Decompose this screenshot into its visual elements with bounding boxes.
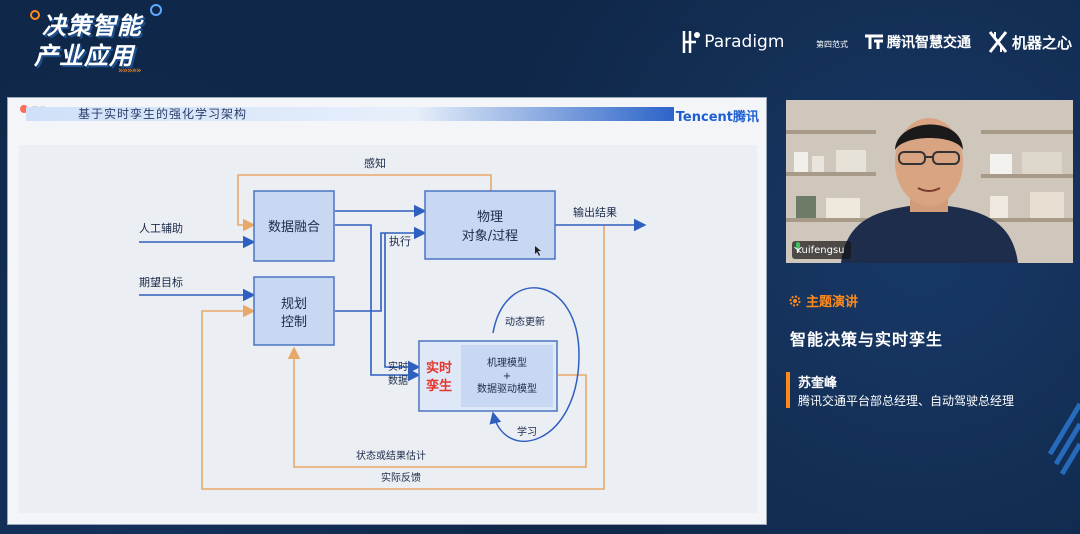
jiqizhixin-name: 机器之心 [1011, 33, 1072, 52]
learning-loop [489, 287, 580, 442]
section-label: 主题演讲 [788, 291, 858, 310]
speaker-video-frame [786, 100, 1073, 263]
output-label: 输出结果 [573, 205, 617, 219]
expected-goal-label: 期望目标 [139, 275, 183, 289]
perception-path [237, 174, 492, 232]
event-logo-dot-blue [150, 4, 162, 16]
presentation-slide: 腾讯 基于实时孪生的强化学习架构 Tencent腾讯 [7, 97, 767, 525]
video-username: kuifengsu [796, 244, 845, 256]
event-logo: 决策智能 产业应用 »»»»» [28, 4, 178, 84]
slide-header: 腾讯 基于实时孪生的强化学习架构 Tencent腾讯 [16, 103, 761, 125]
mouse-cursor-icon [535, 246, 541, 256]
architecture-diagram: 数据融合 物理 对象/过程 规划 控制 实时 孪生 机理模型 + 数据驱动模型 … [139, 156, 647, 490]
perception-label: 感知 [364, 156, 386, 170]
decorative-stripes [1047, 402, 1080, 476]
execute-label: 执行 [389, 234, 411, 248]
slide-title-bar [26, 107, 674, 121]
state-estimate-label: 状态或结果估计 [356, 449, 426, 462]
slide-corner-icon [20, 105, 28, 113]
event-title-line1: 决策智能 [42, 12, 142, 40]
tencent-transport-icon [864, 34, 883, 49]
paradigm-logo: Paradigm 第四范式 [680, 27, 848, 57]
tencent-logo: Tencent腾讯 [675, 110, 759, 125]
paradigm-name: Paradigm [704, 31, 785, 52]
object-label-1: 物理 [477, 210, 503, 225]
model-label-2: 数据驱动模型 [477, 382, 537, 395]
slide-title: 基于实时孪生的强化学习架构 [78, 107, 248, 121]
video-name-tag: kuifengsu [792, 241, 851, 259]
gear-icon [789, 295, 801, 306]
physical-object-box [424, 190, 556, 260]
model-box [461, 345, 553, 407]
twin-label-1: 实时 [426, 360, 452, 376]
tencent-transport-name: 腾讯智慧交通 [886, 35, 971, 51]
realtime-data-label-2: 数据 [388, 374, 408, 387]
paradigm-icon [682, 31, 701, 53]
twin-label-2: 孪生 [426, 378, 452, 394]
paradigm-sub: 第四范式 [815, 39, 848, 49]
event-title-line2: 产业应用 [34, 42, 134, 70]
model-plus: + [503, 371, 511, 382]
event-logo-dot [30, 10, 40, 20]
speaker-accent-bar [786, 372, 790, 408]
execute-arrow [335, 226, 427, 312]
speaker-video: kuifengsu [786, 100, 1073, 263]
dynamic-update-label: 动态更新 [505, 315, 545, 328]
section-label-text: 主题演讲 [806, 295, 859, 310]
architecture-diagram-panel: 数据融合 物理 对象/过程 规划 控制 实时 孪生 机理模型 + 数据驱动模型 … [19, 145, 757, 513]
actual-feedback-path [201, 225, 605, 490]
fusion-label: 数据融合 [268, 220, 320, 235]
fusion-to-twin-arrow [335, 224, 421, 382]
realtime-data-label-1: 实时 [388, 360, 408, 373]
speaker-name: 苏奎峰 [798, 376, 838, 391]
speaker-role: 腾讯交通平台部总经理、自动驾驶总经理 [798, 394, 1015, 408]
jiqizhixin-logo: 机器之心 [987, 30, 1072, 54]
learning-label: 学习 [517, 425, 537, 438]
sponsor-logos: Paradigm 第四范式 腾讯智慧交通 机器之心 [680, 22, 1072, 62]
plan-label-1: 规划 [281, 297, 307, 312]
tencent-transport-logo: 腾讯智慧交通 [864, 32, 971, 52]
jiqizhixin-icon [988, 31, 1008, 53]
model-label-1: 机理模型 [487, 356, 527, 369]
talk-title: 智能决策与实时孪生 [790, 330, 944, 349]
data-fusion-box [253, 190, 335, 262]
realtime-data-arrow [384, 233, 421, 374]
actual-feedback-label: 实际反馈 [381, 471, 421, 484]
microphone-icon [794, 242, 802, 253]
plan-label-2: 控制 [281, 315, 307, 330]
object-label-2: 对象/过程 [462, 229, 518, 244]
human-assist-label: 人工辅助 [139, 221, 183, 235]
state-estimate-path [287, 346, 587, 468]
planning-control-box [253, 276, 335, 346]
event-logo-arrows: »»»»» [118, 66, 142, 76]
